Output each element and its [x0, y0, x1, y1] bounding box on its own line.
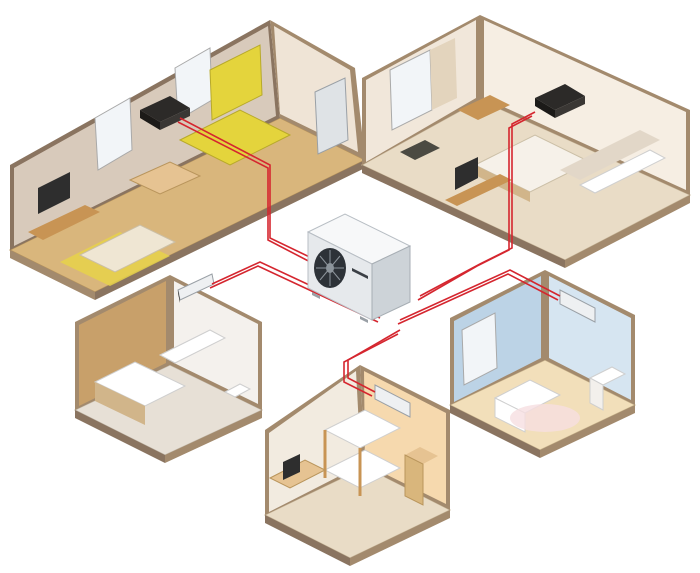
- refrigerant-pipes: [177, 111, 561, 397]
- indoor-unit-nursery: [559, 289, 596, 323]
- pipe-living: [179, 117, 321, 263]
- brand-strip: [352, 268, 368, 279]
- kitchen-cabinets: [209, 44, 263, 121]
- pipe-nursery: [399, 269, 561, 321]
- pipe-kids: [347, 329, 401, 393]
- tv: [38, 172, 70, 214]
- pipe-bedroom: [419, 111, 536, 297]
- bunk-bed: [323, 409, 402, 449]
- room-living-kitchen: [8, 20, 367, 300]
- indoor-unit-kids: [374, 384, 411, 418]
- room-kids-bedroom: [263, 365, 452, 566]
- room-bathroom: [73, 273, 264, 463]
- outdoor-unit: [306, 213, 412, 323]
- indoor-unit-living: [140, 96, 190, 122]
- room-master-bedroom: [360, 15, 692, 268]
- indoor-unit-bedroom: [535, 84, 585, 110]
- room-nursery: [448, 270, 637, 458]
